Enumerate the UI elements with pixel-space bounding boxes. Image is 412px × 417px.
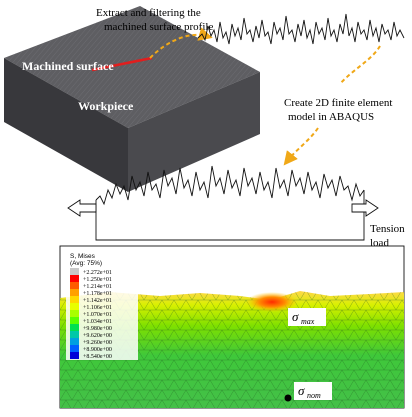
- workpiece-block: Machined surface Workpiece: [4, 6, 260, 192]
- legend-swatch: [70, 303, 79, 310]
- legend-value: +1.142e+01: [83, 298, 112, 304]
- tension-label-line1: Tension: [370, 223, 405, 235]
- tension-arrow-right: [351, 199, 379, 217]
- legend-value: +9.260e+00: [83, 340, 112, 346]
- surface-profile-top: [197, 13, 405, 45]
- legend-swatch: [70, 317, 79, 324]
- legend-value: +1.034e+01: [83, 319, 112, 325]
- legend-swatch: [70, 324, 79, 331]
- legend-swatch: [70, 282, 79, 289]
- sigma-max-symbol: σ: [292, 309, 299, 324]
- legend-value: +8.540e+00: [83, 354, 112, 360]
- legend-swatch: [70, 289, 79, 296]
- legend-swatch: [70, 331, 79, 338]
- create-label-line1: Create 2D finite element: [284, 97, 392, 109]
- legend-value: +9.620e+00: [83, 333, 112, 339]
- model-profile-line: [95, 165, 365, 206]
- sigma-max-sub: max: [301, 317, 315, 326]
- extract-label-line2: machined surface profile: [104, 21, 213, 33]
- legend-value: +1.178e+01: [83, 291, 112, 297]
- legend-swatch: [70, 296, 79, 303]
- legend-swatch: [70, 345, 79, 352]
- extract-label-line1: Extract and filtering the: [96, 7, 201, 19]
- model-outline: [95, 190, 365, 241]
- sigma-max-box: [288, 308, 326, 326]
- fe-legend-rows: +2.272e+01+1.250e+01+1.214e+01+1.178e+01…: [70, 268, 112, 360]
- legend-value: +1.250e+01: [83, 277, 112, 283]
- legend-value: +9.980e+00: [83, 326, 112, 332]
- legend-value: +1.070e+01: [83, 312, 112, 318]
- legend-swatch: [70, 310, 79, 317]
- fe-hot-spot: [246, 292, 298, 312]
- extract-arrow: [149, 27, 213, 59]
- legend-value: +1.214e+01: [83, 284, 112, 290]
- nominal-point: [284, 394, 292, 402]
- sigma-nom-box: [294, 382, 332, 400]
- fe-result-panel: S, Mises (Avg: 75%) +2.272e+01+1.250e+01…: [59, 245, 405, 409]
- sigma-nom-symbol: σ: [298, 383, 305, 398]
- workpiece-top-stripes: [4, 6, 260, 128]
- legend-swatch: [70, 268, 79, 275]
- legend-value: +2.272e+01: [83, 270, 112, 276]
- workpiece-front-face: [4, 58, 128, 192]
- legend-swatch: [70, 275, 79, 282]
- create-arrow-lower: [283, 127, 319, 166]
- fe-legend-title-1: S, Mises: [70, 253, 96, 260]
- tension-arrow-left: [67, 199, 97, 217]
- machined-surface-line: [91, 56, 153, 72]
- create-arrow: [339, 45, 381, 85]
- legend-swatch: [70, 338, 79, 345]
- sigma-nom-sub: nom: [307, 391, 321, 400]
- create-label-line2: model in ABAQUS: [288, 111, 374, 123]
- workpiece-label: Workpiece: [78, 99, 134, 113]
- legend-value: +8.900e+00: [83, 347, 112, 353]
- fe-legend-title-2: (Avg: 75%): [70, 260, 102, 267]
- machined-surface-label: Machined surface: [22, 59, 114, 73]
- workpiece-side-face: [128, 72, 260, 192]
- legend-swatch: [70, 352, 79, 359]
- legend-value: +1.106e+01: [83, 305, 112, 311]
